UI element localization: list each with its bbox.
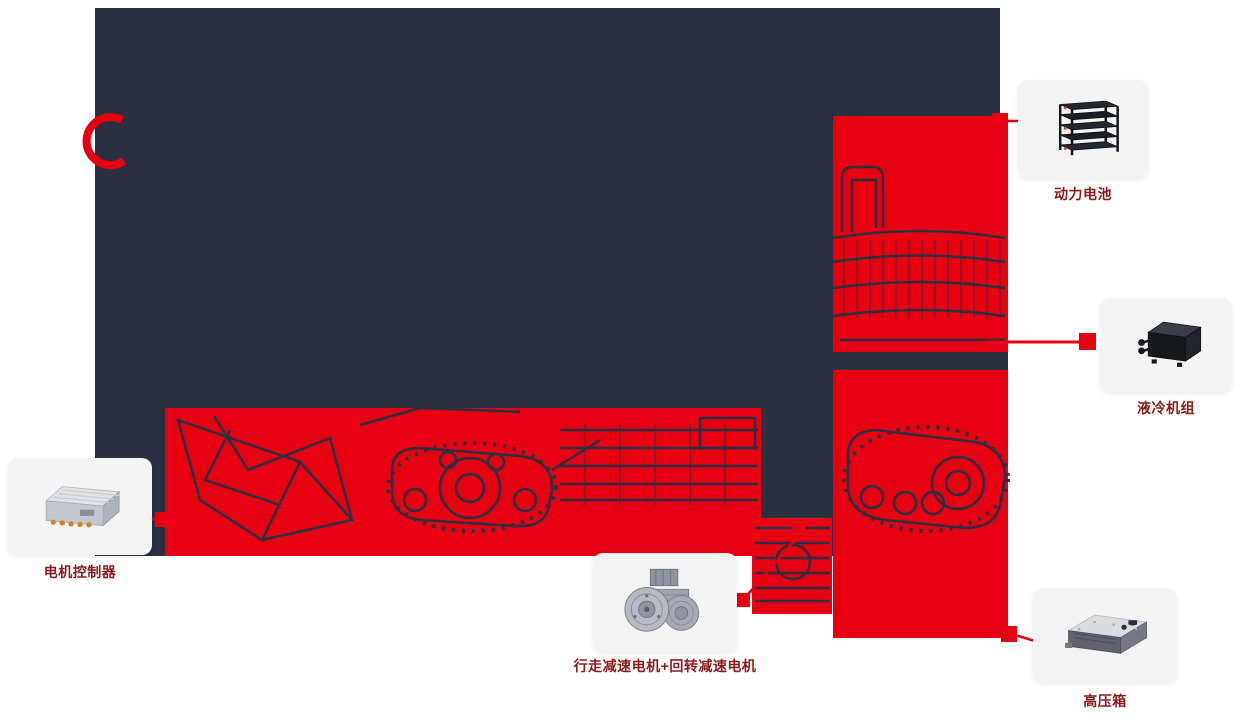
red-highlight-zones [165, 116, 1008, 638]
cooling-unit-image [1138, 321, 1202, 367]
callout-marker [155, 512, 170, 527]
callout-marker [1001, 626, 1017, 642]
component-card-drive-motors [593, 553, 737, 652]
component-label-power-battery: 动力电池 [1054, 186, 1112, 202]
component-card-liquid-cooling [1100, 298, 1232, 392]
undercarriage-wireframe-art [176, 406, 758, 542]
component-label-liquid-cooling: 液冷机组 [1137, 400, 1195, 416]
component-card-power-battery [1018, 80, 1148, 178]
component-label-high-voltage-box: 高压箱 [1083, 693, 1127, 709]
red-highlight-rear [833, 116, 1008, 638]
component-label-motor-controller: 电机控制器 [43, 564, 117, 580]
motor-controller-image [45, 485, 121, 527]
component-card-motor-controller [8, 458, 152, 555]
callout-marker [736, 593, 750, 607]
component-label-drive-motors: 行走减速电机+回转减速电机 [573, 658, 757, 674]
battery-rack-image [1058, 100, 1119, 156]
hv-box-image [1065, 614, 1148, 654]
callout-marker [992, 113, 1008, 129]
callout-connectors [150, 113, 1096, 644]
boom-swirl-highlight [82, 113, 127, 170]
component-card-high-voltage-box [1033, 588, 1177, 682]
callout-power-battery [992, 113, 1020, 129]
callout-liquid-cooling [986, 333, 1096, 350]
rear-wireframe-art [832, 165, 1010, 533]
callout-marker [1079, 333, 1096, 350]
callout-drive-motors [736, 526, 806, 607]
callout-motor-controller [150, 512, 170, 527]
gear-motors-image [624, 568, 700, 632]
callout-marker [792, 526, 806, 540]
